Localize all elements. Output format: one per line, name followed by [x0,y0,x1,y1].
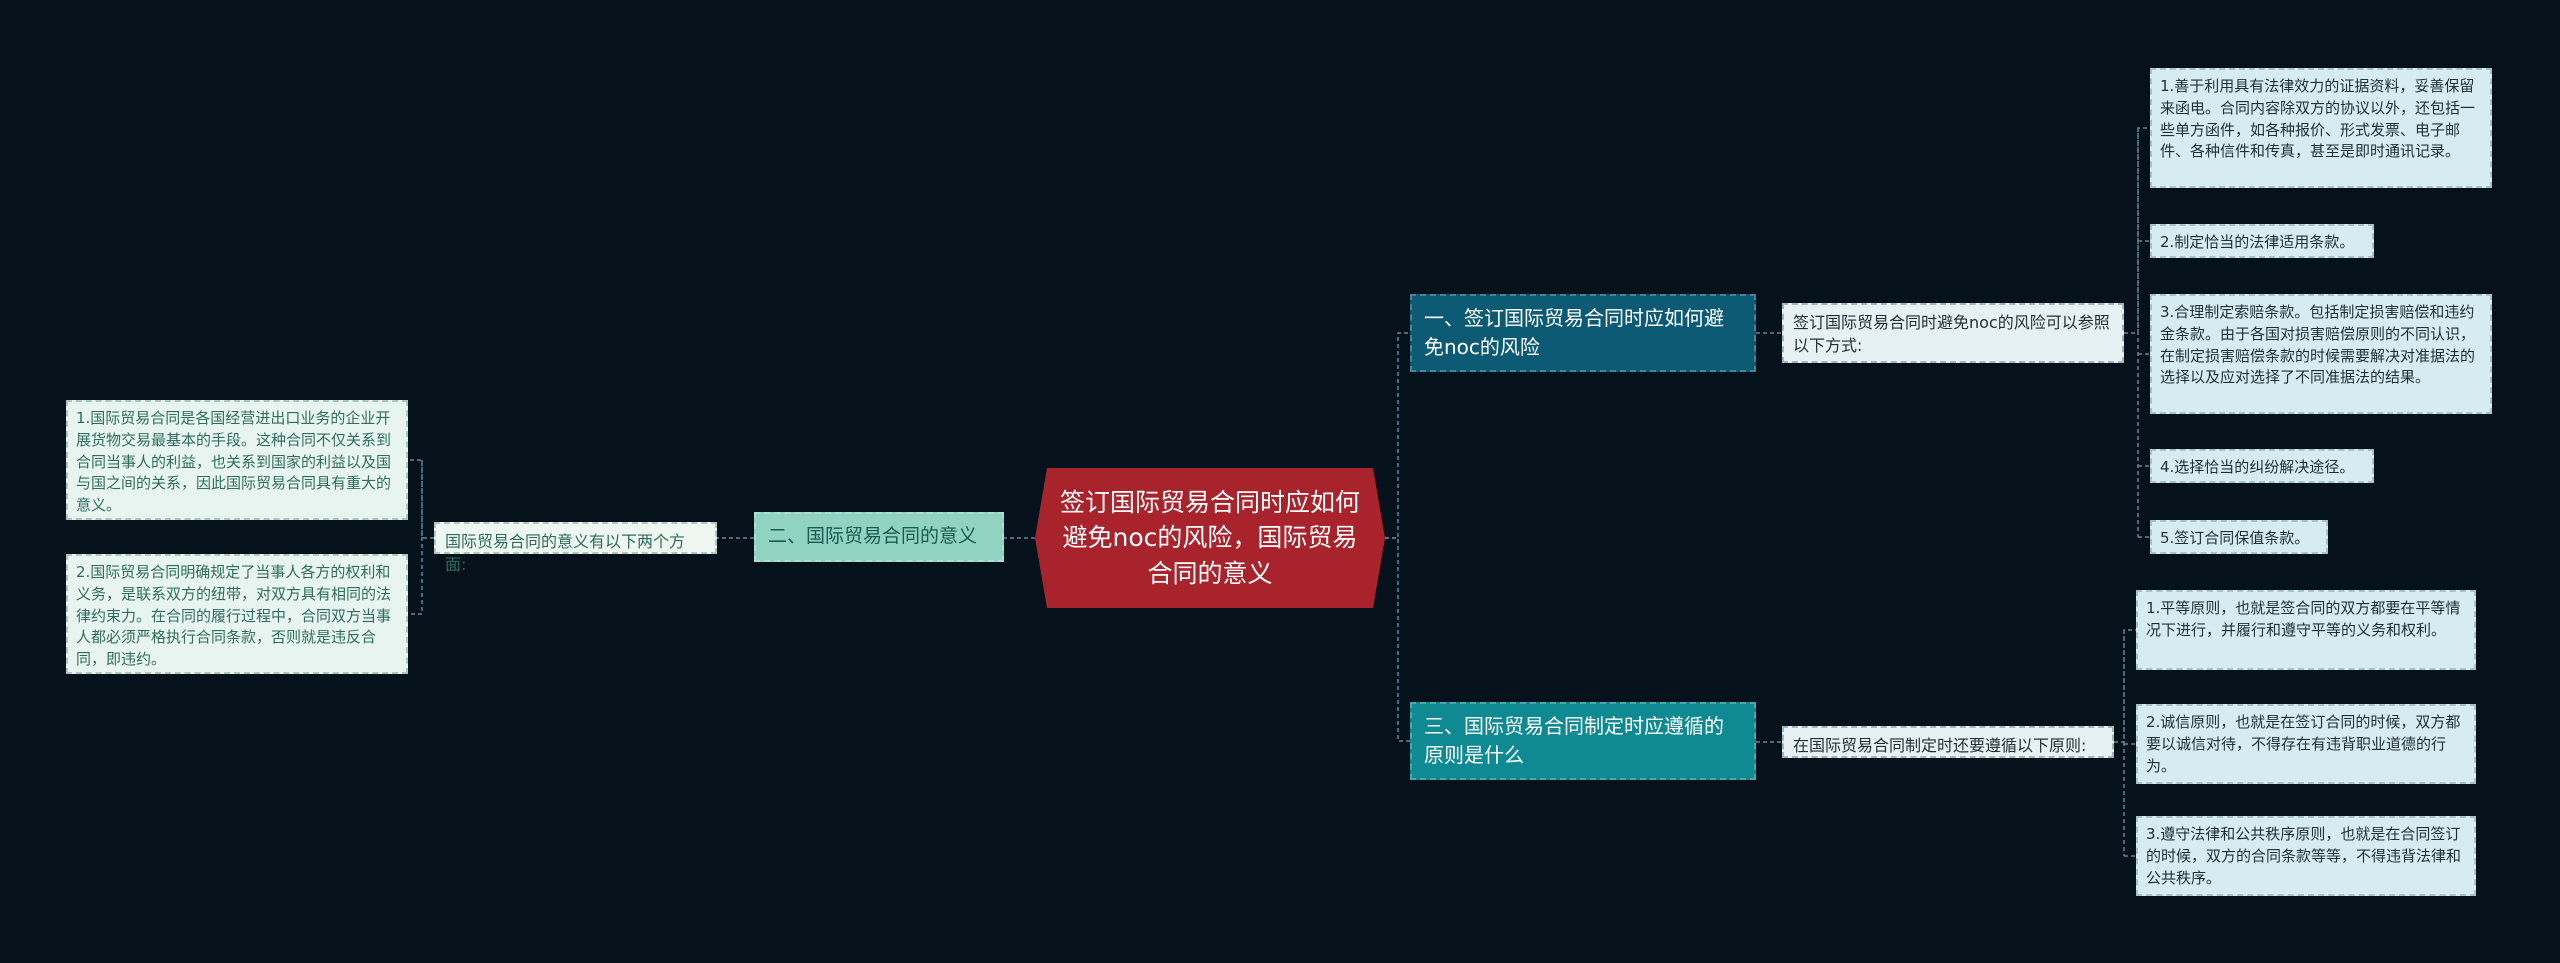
avoid-noc-item-2[interactable]: 2.制定恰当的法律适用条款。 [2150,224,2374,258]
branch-contract-significance-label: 二、国际贸易合同的意义 [768,525,978,548]
avoid-noc-item-3[interactable]: 3.合理制定索赔条款。包括制定损害赔偿和违约金条款。由于各国对损害赔偿原则的不同… [2150,294,2492,414]
root-topic-label: 签订国际贸易合同时应如何避免noc的风险，国际贸易合同的意义 [1059,487,1360,588]
connector-m2-leaves [408,459,434,615]
branch-contract-principles-label: 三、国际贸易合同制定时应遵循的原则是什么 [1424,714,1724,767]
connector-root-b3 [1385,537,1410,742]
avoid-noc-item-5[interactable]: 5.签订合同保值条款。 [2150,520,2328,554]
branch-avoid-noc-risk[interactable]: 一、签订国际贸易合同时应如何避免noc的风险 [1410,294,1756,372]
avoid-noc-item-4[interactable]: 4.选择恰当的纠纷解决途径。 [2150,449,2374,483]
significance-item-1[interactable]: 1.国际贸易合同是各国经营进出口业务的企业开展货物交易最基本的手段。这种合同不仅… [66,400,408,520]
connector-m3-leaves [2114,629,2136,857]
principle-item-2[interactable]: 2.诚信原则，也就是在签订合同的时候，双方都要以诚信对待，不得存在有违背职业道德… [2136,704,2476,784]
branch-contract-principles[interactable]: 三、国际贸易合同制定时应遵循的原则是什么 [1410,702,1756,780]
connector-m1-leaves [2124,127,2150,538]
principle-item-3[interactable]: 3.遵守法律和公共秩序原则，也就是在合同签订的时候，双方的合同条款等等，不得违背… [2136,816,2476,896]
branch-avoid-noc-risk-label: 一、签订国际贸易合同时应如何避免noc的风险 [1424,306,1724,359]
connector-root-b1 [1385,332,1410,539]
avoid-noc-risk-intro[interactable]: 签订国际贸易合同时避免noc的风险可以参照以下方式: [1782,303,2124,363]
branch-contract-significance[interactable]: 二、国际贸易合同的意义 [754,512,1004,562]
principle-item-1[interactable]: 1.平等原则，也就是签合同的双方都要在平等情况下进行，并履行和遵守平等的义务和权… [2136,590,2476,670]
avoid-noc-item-1[interactable]: 1.善于利用具有法律效力的证据资料，妥善保留来函电。合同内容除双方的协议以外，还… [2150,68,2492,188]
contract-significance-intro[interactable]: 国际贸易合同的意义有以下两个方面: [434,522,717,574]
significance-item-2[interactable]: 2.国际贸易合同明确规定了当事人各方的权利和义务，是联系双方的纽带，对双方具有相… [66,554,408,674]
contract-principles-intro[interactable]: 在国际贸易合同制定时还要遵循以下原则: [1782,726,2114,758]
root-topic[interactable]: 签订国际贸易合同时应如何避免noc的风险，国际贸易合同的意义 [1035,468,1385,608]
